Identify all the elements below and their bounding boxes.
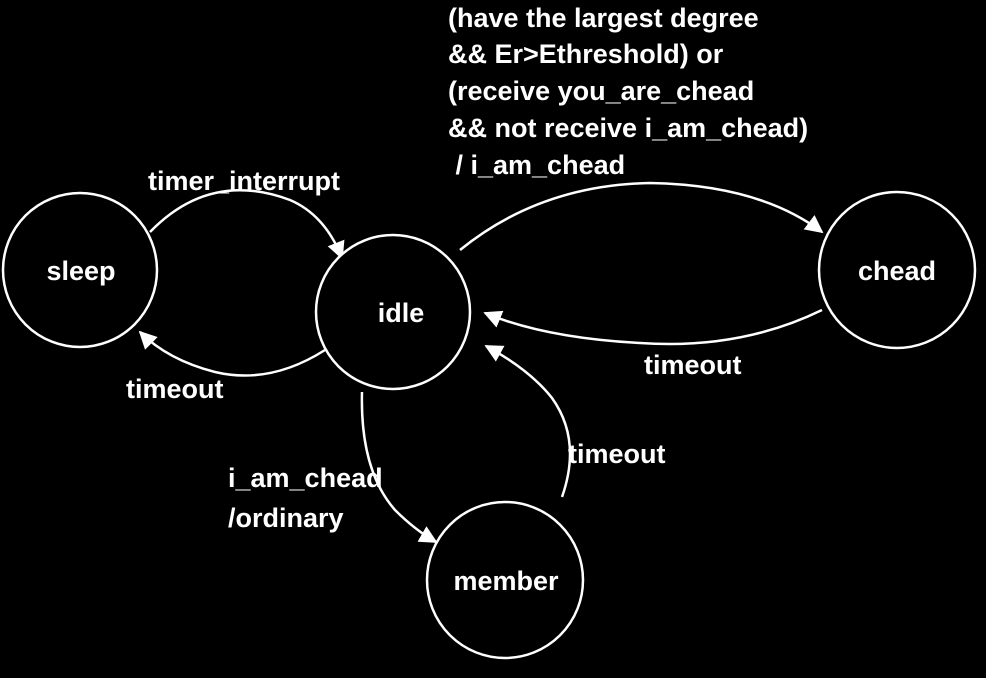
- state-chead-label: chead: [858, 256, 936, 286]
- edge-idle-to-sleep: [138, 330, 326, 377]
- label-member-to-idle: timeout: [568, 439, 666, 469]
- state-member: member: [425, 500, 585, 660]
- label-idle-to-member-line-1: i_am_chead: [228, 463, 383, 493]
- label-chead-to-idle: timeout: [644, 350, 742, 380]
- label-idle-to-chead-line-1: (have the largest degree: [448, 3, 759, 33]
- label-idle-to-chead: (have the largest degree && Er>Ethreshol…: [448, 3, 808, 180]
- label-idle-to-member: i_am_chead /ordinary: [228, 463, 383, 533]
- edge-chead-to-idle: [483, 308, 823, 346]
- label-sleep-to-idle: timer_interrupt: [148, 166, 340, 196]
- label-idle-to-chead-line-4: && not receive i_am_chead): [448, 113, 808, 143]
- edge-sleep-to-idle: [149, 188, 345, 260]
- edge-member-to-idle: [484, 344, 572, 498]
- state-member-label: member: [453, 566, 559, 596]
- state-idle: idle: [314, 233, 472, 391]
- edge-idle-to-member: [360, 391, 438, 544]
- edge-idle-to-chead: [459, 181, 824, 251]
- label-idle-to-chead-line-5: / i_am_chead: [448, 150, 625, 180]
- state-sleep: sleep: [1, 191, 159, 349]
- state-idle-label: idle: [378, 298, 425, 328]
- state-chead: chead: [817, 190, 977, 350]
- label-idle-to-sleep: timeout: [126, 374, 224, 404]
- label-idle-to-chead-line-3: (receive you_are_chead: [448, 76, 754, 106]
- state-sleep-label: sleep: [46, 256, 115, 286]
- label-idle-to-member-line-2: /ordinary: [228, 503, 344, 533]
- label-idle-to-chead-line-2: && Er>Ethreshold) or: [448, 39, 724, 69]
